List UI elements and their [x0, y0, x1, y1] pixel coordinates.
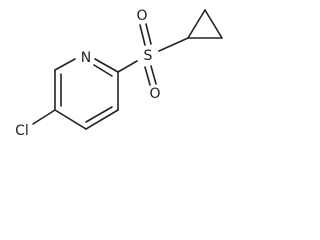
bond-c2-s	[117, 60, 138, 73]
oxygen-bottom-label: O	[149, 86, 160, 102]
molecule-structure: Cl N S O O	[15, 8, 223, 139]
double-bond-c3-c4	[85, 106, 113, 123]
oxygen-top-label: O	[136, 8, 147, 24]
bond-c4-c5	[54, 109, 87, 130]
bond-c3-c4	[85, 109, 119, 130]
cyclopropyl-bond-2	[204, 9, 223, 39]
cyclopropyl-ring	[187, 9, 223, 39]
bond-c6-n	[54, 58, 76, 71]
bond-s-o-bottom-b	[150, 65, 157, 85]
pyridine-ring	[54, 58, 119, 130]
bond-c5-cl	[32, 109, 56, 125]
bond-n-c2	[94, 58, 119, 73]
bond-s-o-top-b	[145, 23, 152, 45]
bond-s-o-bottom-a	[144, 66, 151, 86]
bond-s-cyclopropyl	[158, 37, 189, 52]
sulfur-label: S	[144, 48, 153, 64]
bond-s-o-top-a	[139, 24, 146, 46]
chlorine-label: Cl	[15, 123, 29, 139]
nitrogen-label: N	[81, 50, 91, 66]
double-bond-n-c2	[93, 64, 113, 77]
cyclopropyl-bond-1	[187, 9, 206, 39]
